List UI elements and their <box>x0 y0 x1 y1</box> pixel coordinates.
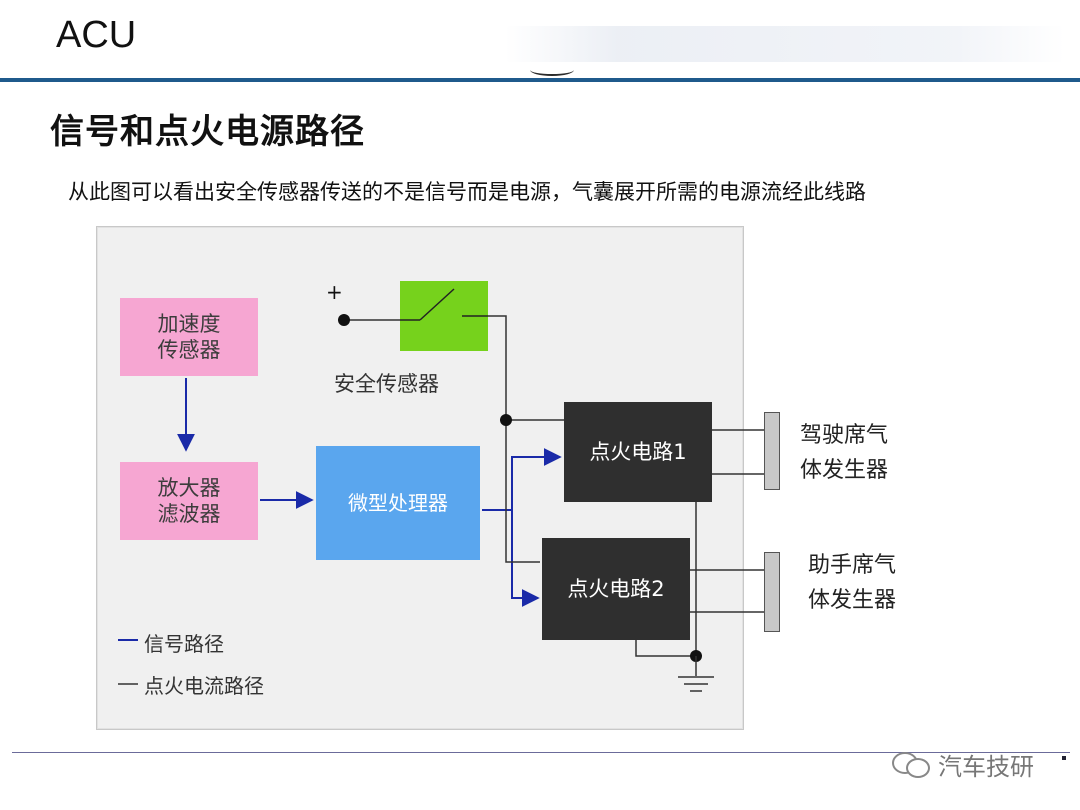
accel-sensor-box: 加速度 传感器 <box>120 298 258 376</box>
header-title: ACU <box>56 14 137 56</box>
signal-wire-cpu-to-ign1 <box>482 448 562 511</box>
ignition-circuit-2: 点火电路2 <box>542 538 690 640</box>
header-arc-decoration <box>530 64 574 76</box>
wechat-icon <box>892 750 930 778</box>
amp-filter-box: 放大器 滤波器 <box>120 462 258 540</box>
driver-generator-connector <box>764 412 780 490</box>
plus-sign: + <box>326 280 343 304</box>
plus-terminal <box>338 314 350 326</box>
watermark-text: 汽车技研 <box>938 752 1034 781</box>
passenger-generator-connector <box>764 552 780 632</box>
footer-dot <box>1062 756 1066 760</box>
ignition-circuit-1: 点火电路1 <box>564 402 712 502</box>
safety-sensor-label: 安全传感器 <box>334 372 439 396</box>
watermark: 汽车技研 <box>892 744 1034 784</box>
passenger-generator-label: 助手席气 体发生器 <box>808 553 897 614</box>
signal-wire-cpu-to-ign2 <box>511 510 540 607</box>
slide-title: 信号和点火电源路径 <box>50 112 365 152</box>
junction-node <box>500 414 512 426</box>
driver-generator-label: 驾驶席气 体发生器 <box>800 423 889 484</box>
safety-sensor-switch <box>400 281 488 351</box>
current-wire-switch-down <box>488 315 540 563</box>
header-divider <box>0 78 1080 82</box>
current-wire-ign2-to-ground <box>635 640 696 657</box>
ground-icon <box>678 676 714 692</box>
slide-description: 从此图可以看出安全传感器传送的不是信号而是电源，气囊展开所需的电源流经此线路 <box>68 180 866 204</box>
switch-icon <box>400 288 488 321</box>
legend-current-label: 点火电流路径 <box>144 674 264 698</box>
legend-signal-label: 信号路径 <box>144 632 224 656</box>
microprocessor-box: 微型处理器 <box>316 446 480 560</box>
footer-divider <box>12 752 1070 753</box>
header-decoration <box>505 26 1065 62</box>
